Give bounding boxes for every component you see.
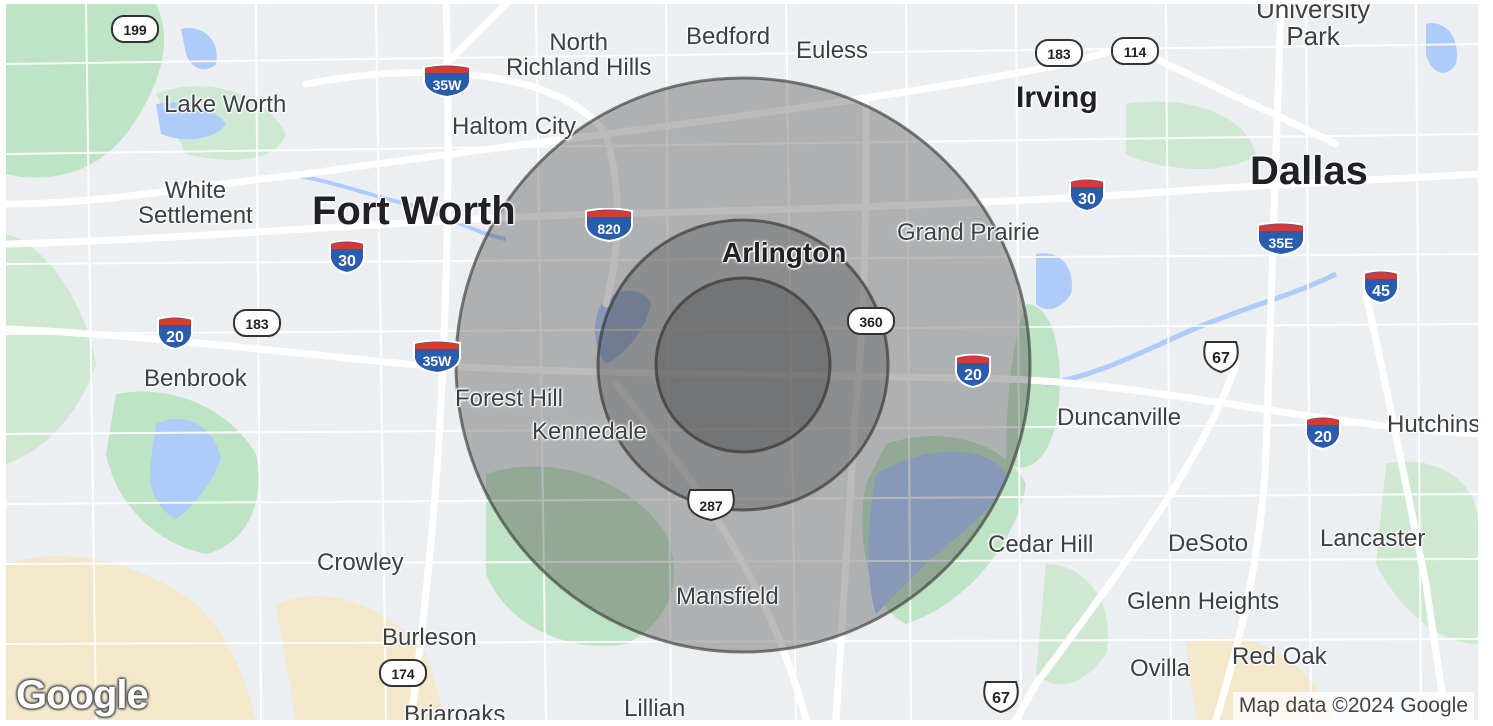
city-label-burleson[interactable]: Burleson: [382, 624, 477, 651]
eagle-mountain-water: [181, 28, 217, 70]
park-northwest: [6, 4, 165, 178]
city-label-lancaster[interactable]: Lancaster: [1320, 525, 1426, 552]
shield-interstate-45: 45: [1362, 269, 1400, 309]
shield-us-287: 287: [686, 488, 736, 527]
google-logo[interactable]: Google: [16, 673, 149, 717]
city-label-red-oak[interactable]: Red Oak: [1232, 643, 1327, 670]
park-north-dallas: [1126, 101, 1256, 169]
city-label-haltom-city[interactable]: Haltom City: [452, 113, 577, 140]
shield-label: 199: [123, 22, 147, 38]
shield-us-67-n: 67: [1202, 340, 1240, 379]
park-west: [6, 234, 96, 464]
shield-interstate-30-fw: 30: [328, 239, 366, 279]
shield-label: 820: [597, 221, 621, 237]
city-label-grand-prairie[interactable]: Grand Prairie: [897, 219, 1040, 246]
city-label-hutchins[interactable]: Hutchins: [1387, 411, 1478, 438]
shield-label: 20: [964, 367, 982, 384]
city-label-university-park[interactable]: University Park: [1256, 4, 1371, 52]
shield-state-360: 360: [846, 304, 896, 343]
shield-interstate-30-dallas: 30: [1068, 177, 1106, 217]
lake-worth-water: [156, 102, 226, 140]
shield-state-183-ne: 183: [1034, 36, 1084, 75]
shield-label: 45: [1372, 283, 1390, 300]
city-label-fort-worth[interactable]: Fort Worth: [312, 189, 516, 233]
sh-360: [832, 100, 870, 720]
rural-area-south: [276, 596, 446, 720]
shield-label: 30: [338, 253, 356, 270]
city-label-forest-hill[interactable]: Forest Hill: [455, 385, 564, 412]
joe-pool-lake: [868, 451, 1006, 614]
city-label-briaroaks[interactable]: Briaroaks: [404, 701, 506, 720]
city-label-duncanville[interactable]: Duncanville: [1057, 404, 1182, 431]
city-label-crowley[interactable]: Crowley: [317, 549, 404, 576]
city-label-mansfield[interactable]: Mansfield: [676, 583, 779, 610]
shield-label: 360: [859, 314, 883, 330]
trinity-west-fork: [285, 172, 507, 241]
shield-state-183-w: 183: [232, 306, 282, 345]
us-67: [1012, 360, 1240, 720]
city-label-glenn-heights[interactable]: Glenn Heights: [1127, 588, 1280, 615]
mountain-creek-lake: [1036, 253, 1072, 310]
i-20: [6, 325, 1478, 438]
shield-state-114: 114: [1110, 34, 1160, 73]
city-label-irving[interactable]: Irving: [1016, 81, 1098, 114]
trinity-river: [1045, 271, 1338, 387]
map-attribution[interactable]: Map data ©2024 Google: [1232, 692, 1474, 720]
city-label-lake-worth[interactable]: Lake Worth: [164, 91, 287, 118]
shield-interstate-820: 820: [584, 207, 634, 247]
shield-label: 67: [1212, 350, 1230, 367]
city-label-euless[interactable]: Euless: [796, 37, 869, 64]
rural-area-southwest: [6, 556, 256, 720]
us-45: [1362, 290, 1450, 720]
shield-label: 20: [166, 329, 184, 346]
shield-label: 183: [245, 316, 269, 332]
highways: [6, 4, 1478, 720]
sh-183: [6, 40, 1140, 208]
shield-interstate-35w-n: 35W: [422, 63, 472, 103]
shield-label: 174: [391, 666, 415, 682]
shield-us-67-s: 67: [982, 680, 1020, 719]
shield-label: 20: [1314, 429, 1332, 446]
shield-label: 183: [1047, 46, 1071, 62]
park-south-central: [486, 466, 674, 646]
city-label-cedar-hill[interactable]: Cedar Hill: [988, 531, 1094, 558]
city-label-desoto[interactable]: DeSoto: [1168, 530, 1249, 557]
city-label-kennedale[interactable]: Kennedale: [532, 418, 647, 445]
i-35e: [1212, 4, 1285, 720]
city-label-bedford[interactable]: Bedford: [686, 23, 771, 50]
shield-interstate-35w-s: 35W: [412, 339, 462, 379]
city-label-ovilla[interactable]: Ovilla: [1130, 655, 1191, 682]
city-label-lillian[interactable]: Lillian: [624, 695, 686, 720]
shield-interstate-20-east: 20: [1304, 415, 1342, 455]
city-label-arlington[interactable]: Arlington: [722, 237, 847, 268]
i-35w: [407, 4, 452, 720]
city-label-white-settlement[interactable]: White Settlement: [138, 177, 253, 230]
shield-interstate-20-mid: 20: [954, 353, 992, 393]
shield-state-174: 174: [378, 656, 428, 695]
city-label-benbrook[interactable]: Benbrook: [144, 365, 247, 392]
i-35w-north: [442, 4, 510, 68]
us-287: [612, 380, 810, 720]
shield-label: 114: [1124, 44, 1147, 60]
shield-interstate-35e: 35E: [1256, 221, 1306, 261]
city-label-dallas[interactable]: Dallas: [1250, 149, 1368, 193]
radius-rings: [454, 76, 1032, 654]
shield-label: 67: [992, 690, 1010, 707]
benbrook-lake: [149, 418, 221, 519]
radius-ring-inner: [654, 276, 832, 454]
shield-state-199: 199: [110, 12, 160, 51]
shield-interstate-20-west: 20: [156, 315, 194, 355]
shield-label: 35W: [433, 77, 463, 93]
white-rock-lake: [1426, 23, 1457, 73]
radius-ring-middle: [596, 218, 890, 512]
park-east: [1376, 461, 1478, 644]
shield-label: 35E: [1269, 235, 1294, 251]
shield-label: 35W: [423, 353, 453, 369]
i-820-loop: [302, 69, 622, 308]
city-label-north-richland-hills[interactable]: North Richland Hills: [506, 29, 652, 82]
shield-label: 287: [699, 498, 723, 514]
map-base-layer: [6, 4, 1478, 720]
shield-label: 30: [1078, 191, 1096, 208]
